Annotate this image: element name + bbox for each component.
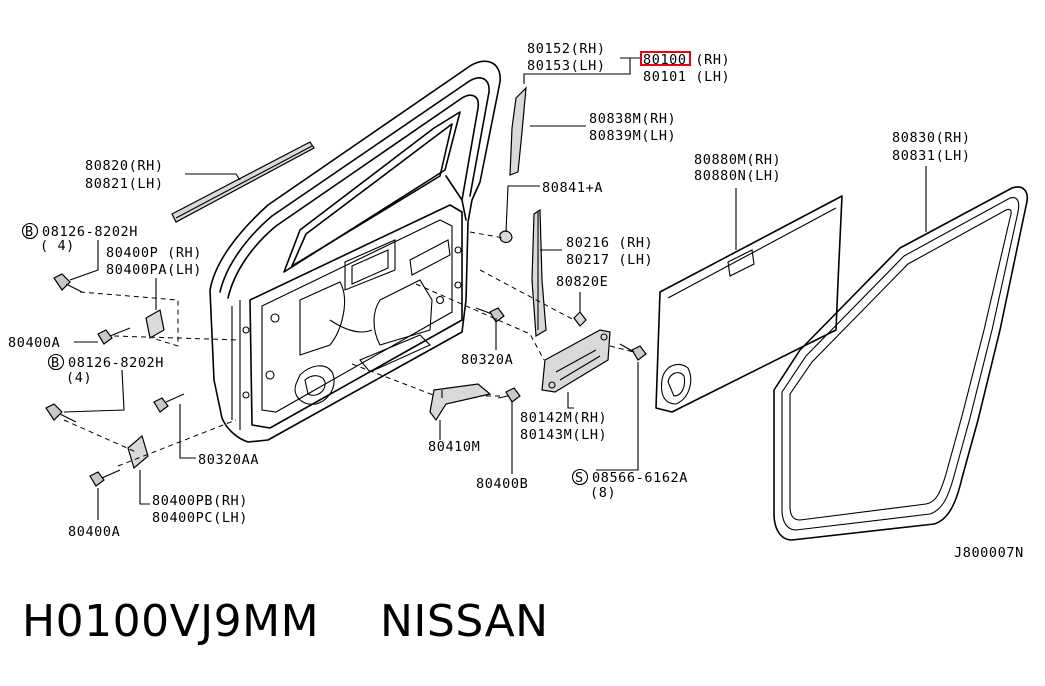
label-screen-lh: 80880N(LH)	[694, 168, 781, 184]
label-check-link: 80410M	[428, 439, 480, 455]
label-screw: 08566-6162A	[592, 470, 688, 486]
label-bolt-b: 80400B	[476, 476, 528, 492]
marker-b-upper	[21, 222, 39, 240]
door-trim-screen	[655, 195, 843, 413]
marker-s	[571, 468, 589, 486]
label-bolt-lower: 08126-8202H	[68, 355, 164, 371]
check-link	[429, 383, 492, 422]
brand-name: NISSAN	[380, 596, 549, 647]
label-bolt-a: 80400A	[8, 335, 60, 351]
label-grommet: 80841+A	[542, 180, 603, 196]
label-screen-rh: 80880M(RH)	[694, 152, 781, 168]
assembly-lines	[63, 231, 635, 467]
upper-hinge	[145, 309, 165, 339]
label-weatherstrip-lh: 80821(LH)	[85, 176, 164, 192]
part-labels: 80152(RH) 80153(LH) 80100 (RH) 80101 (LH…	[8, 41, 1024, 561]
marker-s-letter: S	[575, 470, 584, 486]
label-bolt-a-lower: 80400A	[68, 524, 120, 540]
label-bolt-320a: 80320A	[461, 352, 513, 368]
sash-molding	[509, 86, 527, 176]
grommet	[499, 230, 513, 244]
label-hinge-lower-rh: 80400PB(RH)	[152, 493, 248, 509]
label-weatherstrip-rh: 80820(RH)	[85, 158, 164, 174]
clip	[573, 311, 587, 327]
label-seal-rh: 80830(RH)	[892, 130, 971, 146]
highlight-box	[640, 51, 691, 66]
label-seal-lh: 80831(LH)	[892, 148, 971, 164]
label-hinge-upper-rh: 80400P (RH)	[106, 245, 202, 261]
label-sash-guide-lh: 80217 (LH)	[566, 252, 653, 268]
drawing-code: J800007N	[954, 545, 1024, 561]
label-molding-lh: 80839M(LH)	[589, 128, 676, 144]
outside-handle	[541, 329, 611, 393]
label-bolt-lower-qty: (4)	[66, 370, 92, 386]
label-handle-lh: 80143M(LH)	[520, 427, 607, 443]
label-molding-rh: 80838M(RH)	[589, 111, 676, 127]
marker-b-upper-letter: B	[25, 224, 34, 240]
leader-lines	[63, 57, 927, 520]
bolts	[45, 273, 647, 487]
label-sash-rh: 80152(RH)	[527, 41, 606, 57]
sash-guide	[531, 208, 547, 338]
lower-hinge	[127, 434, 149, 470]
label-clip: 80820E	[556, 274, 608, 290]
label-hinge-upper-lh: 80400PA(LH)	[106, 262, 202, 278]
label-door-rh: 80100 (RH)	[643, 52, 730, 68]
label-handle-rh: 80142M(RH)	[520, 410, 607, 426]
label-door-lh: 80101 (LH)	[643, 69, 730, 85]
label-bolt-320aa: 80320AA	[198, 452, 259, 468]
marker-b-lower-letter: B	[51, 355, 60, 371]
part-number: H0100VJ9MM	[22, 596, 320, 647]
label-bolt-upper-qty: ( 4)	[40, 238, 75, 254]
label-sash-guide-rh: 80216 (RH)	[566, 235, 653, 251]
door-shell	[209, 60, 501, 443]
label-sash-lh: 80153(LH)	[527, 58, 606, 74]
door-seal	[773, 186, 1028, 541]
outer-weatherstrip	[171, 141, 315, 223]
label-bolt-upper: 08126-8202H	[42, 224, 138, 240]
marker-b-lower	[47, 353, 65, 371]
label-screw-qty: (8)	[590, 485, 616, 501]
label-hinge-lower-lh: 80400PC(LH)	[152, 510, 248, 526]
